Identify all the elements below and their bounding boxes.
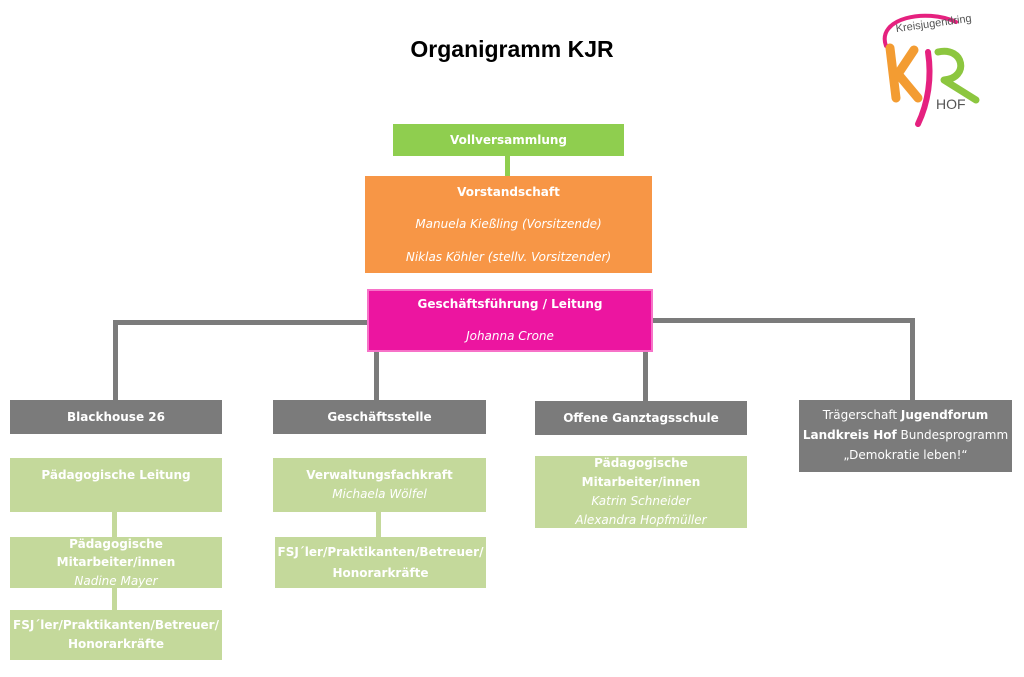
connector-paed-leitung-mitarbeiter <box>112 512 117 538</box>
connector-verwaltung-fsj <box>376 512 381 538</box>
node-vorstandschaft-member: Manuela Kießling (Vorsitzende) <box>415 217 602 232</box>
node-traeger-line2: Landkreis Hof Bundesprogramm <box>803 426 1008 446</box>
connector-paed-mitarbeiter-fsj <box>112 588 117 610</box>
node-traeger-text: Trägerschaft <box>822 408 901 423</box>
node-blackhouse-label: Blackhouse 26 <box>67 409 165 424</box>
node-leitung-name: Johanna Crone <box>466 328 554 343</box>
connector-left-horizontal <box>113 320 369 325</box>
node-paed-mitarbeiter-name: Nadine Mayer <box>74 573 158 588</box>
node-blackhouse-fsj-line1: FSJ´ler/Praktikanten/Betreuer/ <box>13 618 219 633</box>
node-verwaltung: Verwaltungsfachkraft Michaela Wölfel <box>273 458 486 512</box>
connector-geschaeftsstelle-vertical <box>374 352 379 402</box>
node-ganztag-mitarbeiter-label: Pädagogische Mitarbeiter/innen <box>581 455 701 489</box>
node-leitung-label: Geschäftsführung / Leitung <box>417 297 603 312</box>
node-traeger-text-bold: Landkreis Hof <box>802 428 897 443</box>
node-paed-mitarbeiter: Pädagogische Mitarbeiter/innen Nadine Ma… <box>10 537 222 588</box>
node-geschaeftsstelle-fsj-line1: FSJ´ler/Praktikanten/Betreuer/ <box>277 545 484 560</box>
node-traeger-text: Bundesprogramm <box>896 428 1009 443</box>
node-geschaeftsstelle: Geschäftsstelle <box>273 400 486 434</box>
node-paed-leitung: Pädagogische Leitung <box>10 458 222 512</box>
connector-vv-vorstand <box>505 154 510 178</box>
node-paed-mitarbeiter-label: Pädagogische Mitarbeiter/innen <box>56 536 176 570</box>
node-traeger: Trägerschaft Jugendforum Landkreis Hof B… <box>799 400 1012 472</box>
connector-blackhouse-vertical <box>113 320 118 402</box>
connector-ganztag-vertical <box>643 352 648 402</box>
page-title: Organigramm KJR <box>410 36 614 62</box>
node-blackhouse-fsj: FSJ´ler/Praktikanten/Betreuer/ Honorarkr… <box>10 610 222 660</box>
node-vorstandschaft: Vorstandschaft Manuela Kießling (Vorsitz… <box>365 176 652 273</box>
node-ganztag-label: Offene Ganztagsschule <box>563 410 719 425</box>
node-ganztag-mitarbeiter-name: Alexandra Hopfmüller <box>575 513 707 528</box>
node-geschaeftsstelle-fsj: FSJ´ler/Praktikanten/Betreuer/ Honorarkr… <box>275 537 486 588</box>
node-traeger-text-bold: Jugendforum <box>900 408 989 423</box>
node-blackhouse-fsj-line2: Honorarkräfte <box>67 637 165 651</box>
connector-traeger-vertical <box>910 318 915 402</box>
node-ganztag-mitarbeiter-name: Katrin Schneider <box>591 494 691 508</box>
node-geschaeftsstelle-fsj-line2: Honorarkräfte <box>332 565 429 580</box>
node-verwaltung-label: Verwaltungsfachkraft <box>306 468 453 483</box>
node-paed-leitung-label: Pädagogische Leitung <box>41 468 191 482</box>
node-geschaeftsstelle-label: Geschäftsstelle <box>327 409 432 424</box>
node-vorstandschaft-member: Niklas Köhler (stellv. Vorsitzender) <box>405 249 612 264</box>
node-vorstandschaft-label: Vorstandschaft <box>457 184 560 199</box>
node-ganztag: Offene Ganztagsschule <box>535 401 747 435</box>
connector-right-horizontal <box>653 318 915 323</box>
node-leitung: Geschäftsführung / Leitung Johanna Crone <box>367 289 653 352</box>
kjr-logo: Kreisjugendring HOF <box>882 13 980 127</box>
node-vollversammlung: Vollversammlung <box>393 124 624 156</box>
svg-text:HOF: HOF <box>936 96 966 112</box>
node-vollversammlung-label: Vollversammlung <box>449 132 568 147</box>
node-verwaltung-name: Michaela Wölfel <box>332 487 427 501</box>
node-blackhouse: Blackhouse 26 <box>10 400 222 434</box>
node-traeger-line3: „Demokratie leben!“ <box>843 447 968 462</box>
node-ganztag-mitarbeiter: Pädagogische Mitarbeiter/innen Katrin Sc… <box>535 456 747 528</box>
node-traeger-line1: Trägerschaft Jugendforum <box>823 406 988 426</box>
